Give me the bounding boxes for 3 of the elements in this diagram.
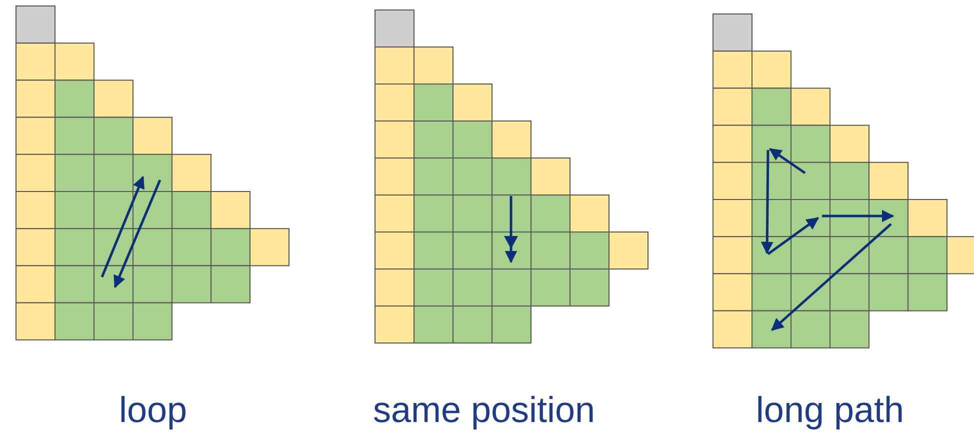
panel-caption: loop bbox=[118, 388, 188, 432]
panel-caption: long path bbox=[756, 388, 904, 432]
panel-caption: same position bbox=[372, 388, 596, 432]
